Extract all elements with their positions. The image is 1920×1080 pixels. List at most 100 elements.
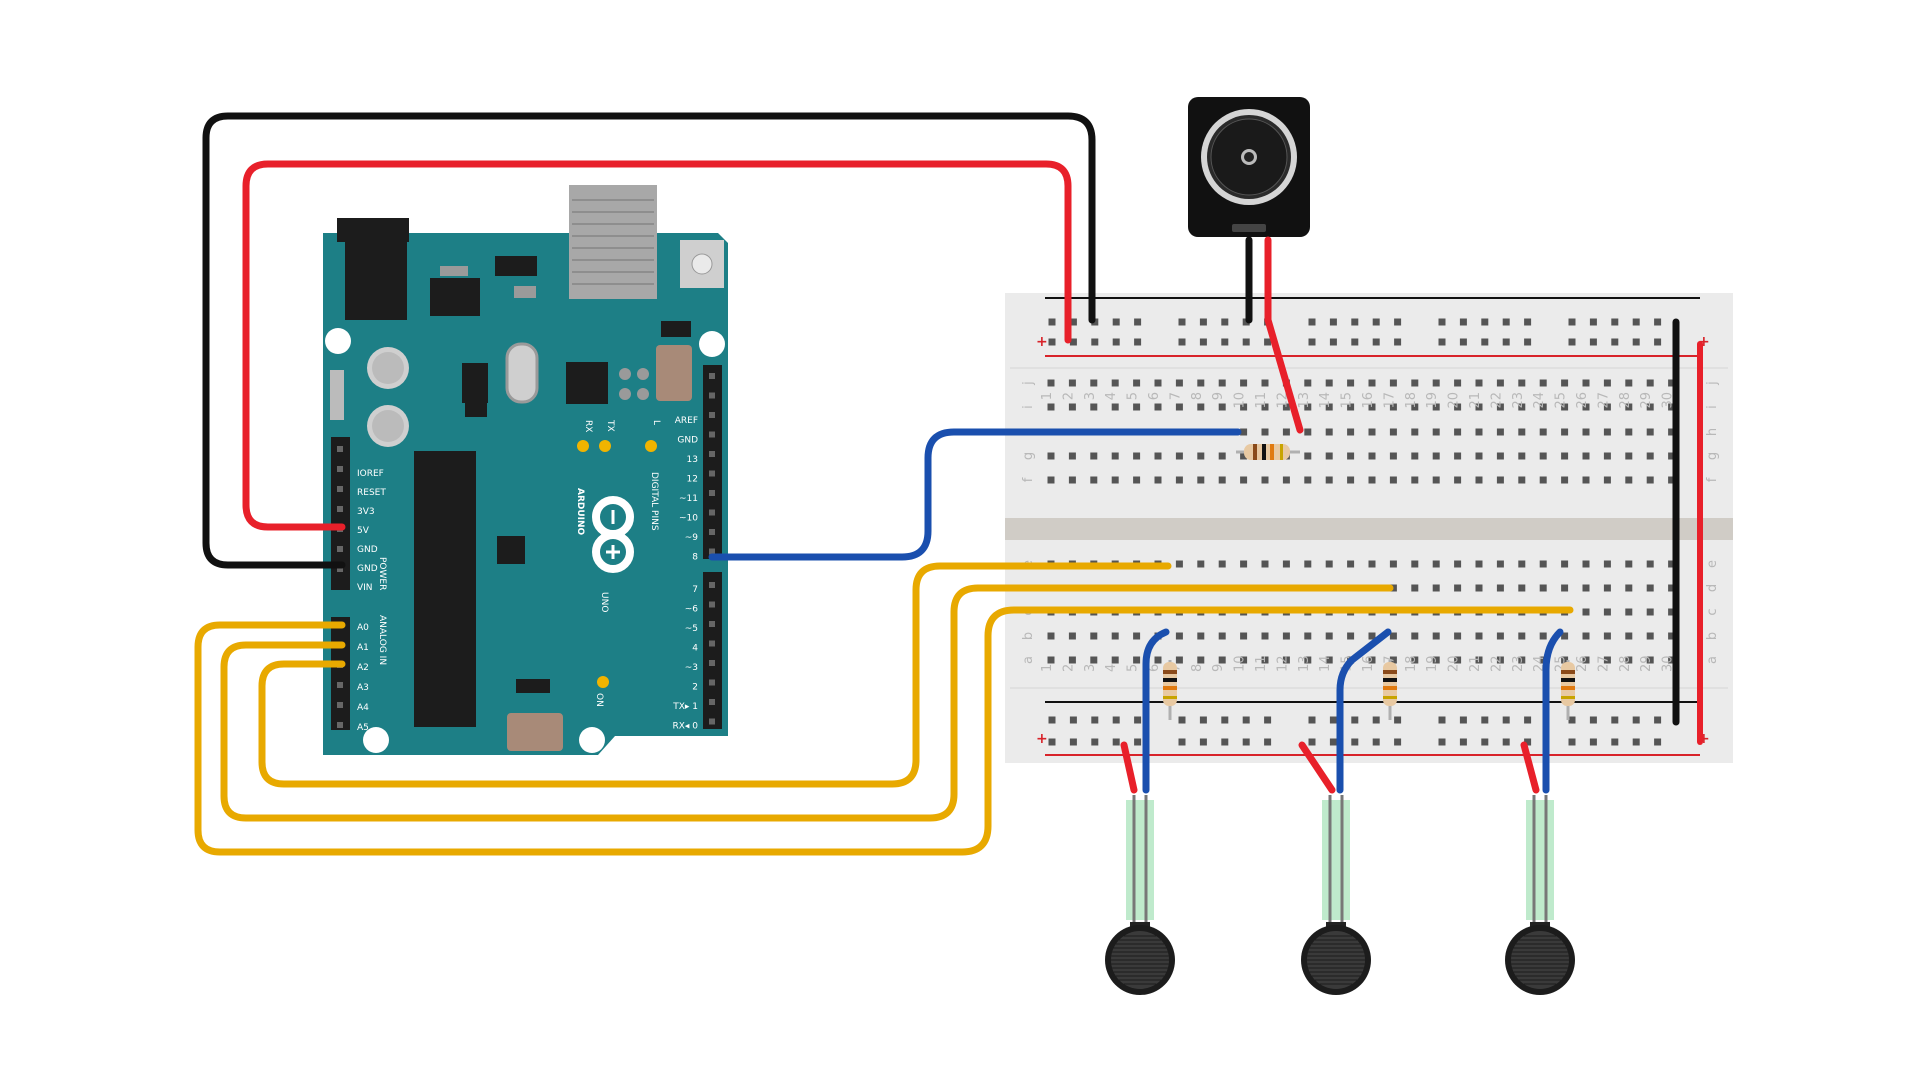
- terminal-hole: [1603, 403, 1611, 411]
- column-number: 20: [1447, 392, 1462, 409]
- terminal-hole: [1518, 452, 1526, 460]
- terminal-hole: [1582, 584, 1590, 592]
- terminal-hole: [1389, 452, 1397, 460]
- header-pin: [709, 412, 715, 418]
- column-number: 4: [1104, 664, 1119, 672]
- terminal-hole: [1518, 632, 1526, 640]
- rail-hole: [1112, 318, 1120, 326]
- terminal-hole: [1561, 584, 1569, 592]
- terminal-hole: [1454, 560, 1462, 568]
- terminal-hole: [1625, 403, 1633, 411]
- terminal-hole: [1625, 476, 1633, 484]
- header-pin: [337, 486, 343, 492]
- terminal-hole: [1133, 403, 1141, 411]
- column-number: 21: [1468, 655, 1483, 672]
- terminal-hole: [1175, 379, 1183, 387]
- terminal-hole: [1582, 608, 1590, 616]
- column-number: 26: [1575, 392, 1590, 409]
- terminal-hole: [1668, 452, 1676, 460]
- header-pin: [337, 506, 343, 512]
- terminal-hole: [1496, 403, 1504, 411]
- terminal-hole: [1218, 403, 1226, 411]
- terminal-hole: [1496, 476, 1504, 484]
- terminal-hole: [1518, 379, 1526, 387]
- column-number: 1: [1040, 392, 1055, 400]
- analog-pin-label: A1: [357, 643, 369, 653]
- rail-hole: [1178, 338, 1186, 346]
- rail-hole: [1329, 716, 1337, 724]
- rail-hole: [1308, 716, 1316, 724]
- rail-hole: [1134, 338, 1142, 346]
- header-pin: [709, 660, 715, 666]
- digital-pin-label: 4: [692, 644, 698, 654]
- terminal-hole: [1561, 632, 1569, 640]
- rail-hole: [1654, 318, 1662, 326]
- rail-hole: [1502, 716, 1510, 724]
- rail-hole: [1654, 716, 1662, 724]
- terminal-hole: [1218, 452, 1226, 460]
- rail-hole: [1351, 738, 1359, 746]
- terminal-hole: [1475, 656, 1483, 664]
- header-pin: [709, 621, 715, 627]
- terminal-hole: [1047, 403, 1055, 411]
- terminal-hole: [1389, 428, 1397, 436]
- header-pin: [709, 431, 715, 438]
- terminal-hole: [1411, 428, 1419, 436]
- terminal-hole: [1133, 656, 1141, 664]
- rail-hole: [1242, 738, 1250, 746]
- rail-hole: [1372, 716, 1380, 724]
- terminal-hole: [1518, 656, 1526, 664]
- mount-hole: [579, 727, 605, 753]
- analog-pin-label: A5: [357, 723, 369, 733]
- wire-speaker-red: [1264, 236, 1304, 434]
- rail-hole: [1481, 338, 1489, 346]
- digital-title: DIGITAL PINS: [649, 472, 659, 531]
- terminal-hole: [1347, 452, 1355, 460]
- row-letter: g: [1021, 452, 1036, 460]
- column-number: 6: [1147, 392, 1162, 400]
- terminal-hole: [1603, 584, 1611, 592]
- rail-hole: [1091, 716, 1099, 724]
- terminal-hole: [1603, 452, 1611, 460]
- terminal-hole: [1282, 632, 1290, 640]
- row-letter: c: [1705, 608, 1720, 615]
- terminal-hole: [1432, 403, 1440, 411]
- terminal-hole: [1175, 656, 1183, 664]
- terminal-hole: [1282, 428, 1290, 436]
- terminal-hole: [1411, 476, 1419, 484]
- terminal-hole: [1454, 476, 1462, 484]
- terminal-hole: [1496, 560, 1504, 568]
- column-number: 9: [1211, 664, 1226, 672]
- terminal-hole: [1133, 632, 1141, 640]
- terminal-hole: [1347, 632, 1355, 640]
- terminal-hole: [1325, 560, 1333, 568]
- column-number: 18: [1404, 655, 1419, 672]
- terminal-hole: [1539, 403, 1547, 411]
- rail-hole: [1264, 338, 1272, 346]
- wire-sensor3-red: [1520, 741, 1540, 794]
- terminal-hole: [1111, 452, 1119, 460]
- header-pin: [337, 466, 343, 472]
- rail-hole: [1069, 318, 1077, 326]
- terminal-hole: [1368, 632, 1376, 640]
- rail-hole: [1589, 716, 1597, 724]
- rail-hole: [1459, 738, 1467, 746]
- force-sensor-1: [1105, 795, 1175, 995]
- terminal-hole: [1240, 476, 1248, 484]
- terminal-hole: [1668, 379, 1676, 387]
- resistor-speaker: [1236, 444, 1300, 460]
- terminal-hole: [1047, 476, 1055, 484]
- tx-led: [599, 440, 611, 452]
- rail-hole: [1329, 318, 1337, 326]
- terminal-hole: [1668, 656, 1676, 664]
- terminal-hole: [1668, 403, 1676, 411]
- mount-hole: [325, 328, 351, 354]
- column-number: 10: [1233, 392, 1248, 409]
- terminal-hole: [1432, 428, 1440, 436]
- rail-hole: [1199, 716, 1207, 724]
- column-number: 27: [1596, 655, 1611, 672]
- column-number: 30: [1661, 392, 1676, 409]
- header-pin: [709, 679, 715, 686]
- terminal-hole: [1582, 632, 1590, 640]
